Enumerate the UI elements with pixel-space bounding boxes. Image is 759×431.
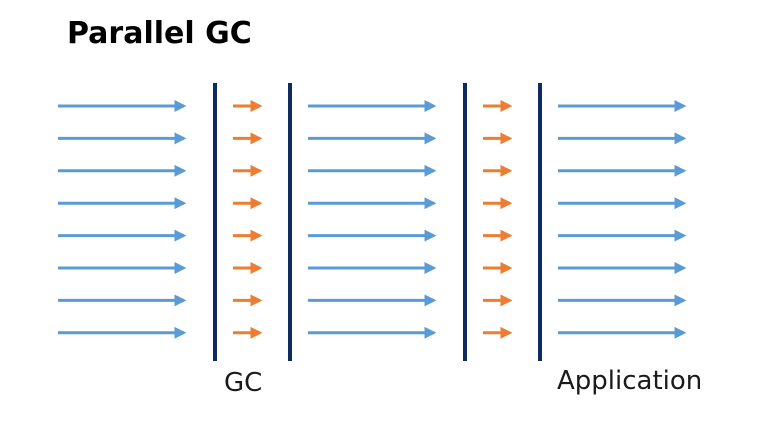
application-phase-label: Application — [557, 366, 703, 396]
diagram-title: Parallel GC — [67, 16, 252, 51]
thread-arrows — [58, 100, 687, 339]
safepoint-dividers — [213, 83, 542, 361]
gc-phase-label: GC — [224, 368, 263, 398]
